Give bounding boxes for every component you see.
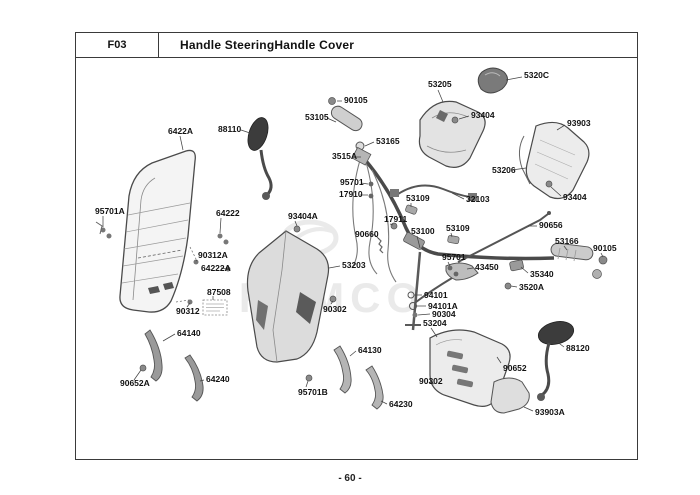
leader-line-64130 [349, 350, 357, 357]
leader-line-90312A [195, 259, 198, 262]
page-border: F03 Handle SteeringHandle Cover [75, 32, 638, 460]
leader-line-95701 [447, 261, 451, 267]
leader-line-88120 [555, 340, 565, 348]
bottom-cover [429, 329, 511, 407]
wire-harness [390, 184, 477, 201]
leader-line-53165 [364, 141, 375, 147]
rear-handle-cover [518, 121, 590, 200]
top-cover [418, 100, 486, 168]
spring-90660 [377, 237, 384, 254]
leader-line-3520A [510, 285, 518, 288]
leader-line-64222 [219, 217, 222, 234]
brake-lever [415, 262, 479, 303]
leader-line-35340 [520, 266, 529, 274]
left-mirror [247, 117, 273, 200]
stay-64230 [365, 365, 384, 410]
front-cover [246, 230, 330, 363]
leader-line-90652A [133, 369, 142, 381]
right-mirror [537, 321, 575, 401]
page-number: - 60 - [338, 473, 362, 484]
leader-line-90652 [496, 356, 502, 364]
leader-line-53105 [326, 117, 337, 123]
leader-line-93404A [294, 220, 298, 227]
leader-line-53204 [430, 327, 438, 338]
leader-line-32103 [451, 192, 465, 200]
leader-line-88110 [240, 129, 251, 134]
leader-line-93903A [523, 406, 534, 412]
leader-line-95701B [305, 380, 309, 388]
leader-line-53203 [328, 265, 341, 269]
leader-line-17911 [389, 223, 394, 226]
leader-line-53109 [450, 232, 453, 238]
page-title: Handle SteeringHandle Cover [180, 38, 355, 52]
leader-line-5320C [505, 76, 523, 81]
leader-line-90105 [600, 252, 604, 258]
leader-line-95701 [360, 182, 369, 185]
stay-64130 [333, 345, 352, 394]
leader-line-43450 [466, 267, 474, 270]
leader-line-90302 [428, 381, 435, 385]
leader-line-90302 [330, 300, 334, 305]
switch-35340 [509, 259, 524, 272]
leader-line-53205 [437, 89, 444, 103]
leader-line-90304 [417, 313, 431, 316]
leader-line-64240 [199, 379, 205, 382]
stay-64140 [144, 329, 163, 382]
lock-rod [457, 211, 551, 263]
leader-line-53100 [416, 235, 421, 249]
caution-label [202, 299, 228, 316]
leader-line-93903 [556, 124, 566, 131]
leader-line-90312 [186, 302, 191, 308]
header: F03 Handle SteeringHandle Cover [76, 33, 637, 58]
stem-washers [407, 291, 418, 318]
leader-line-93404 [550, 186, 562, 197]
leader-line-93404 [458, 115, 470, 120]
screws [95, 116, 553, 388]
leader-line-64140 [162, 333, 176, 342]
stay-64240 [184, 354, 204, 402]
leader-line-53206 [511, 167, 527, 171]
leader-line-90660 [373, 233, 380, 240]
leader-line-53166 [563, 245, 568, 251]
right-grip [550, 242, 608, 279]
leader-line-64230 [380, 400, 388, 405]
figure-code: F03 [76, 33, 159, 57]
leader-line-6422A [179, 135, 184, 151]
left-grip [328, 97, 374, 199]
clamp-53109-upper [405, 204, 418, 215]
windshield [119, 149, 197, 313]
leader-line-64222A [220, 267, 227, 270]
upper-small-cover [477, 67, 508, 94]
clamp-53109-lower [447, 235, 460, 245]
lower-right-cover [490, 377, 530, 414]
